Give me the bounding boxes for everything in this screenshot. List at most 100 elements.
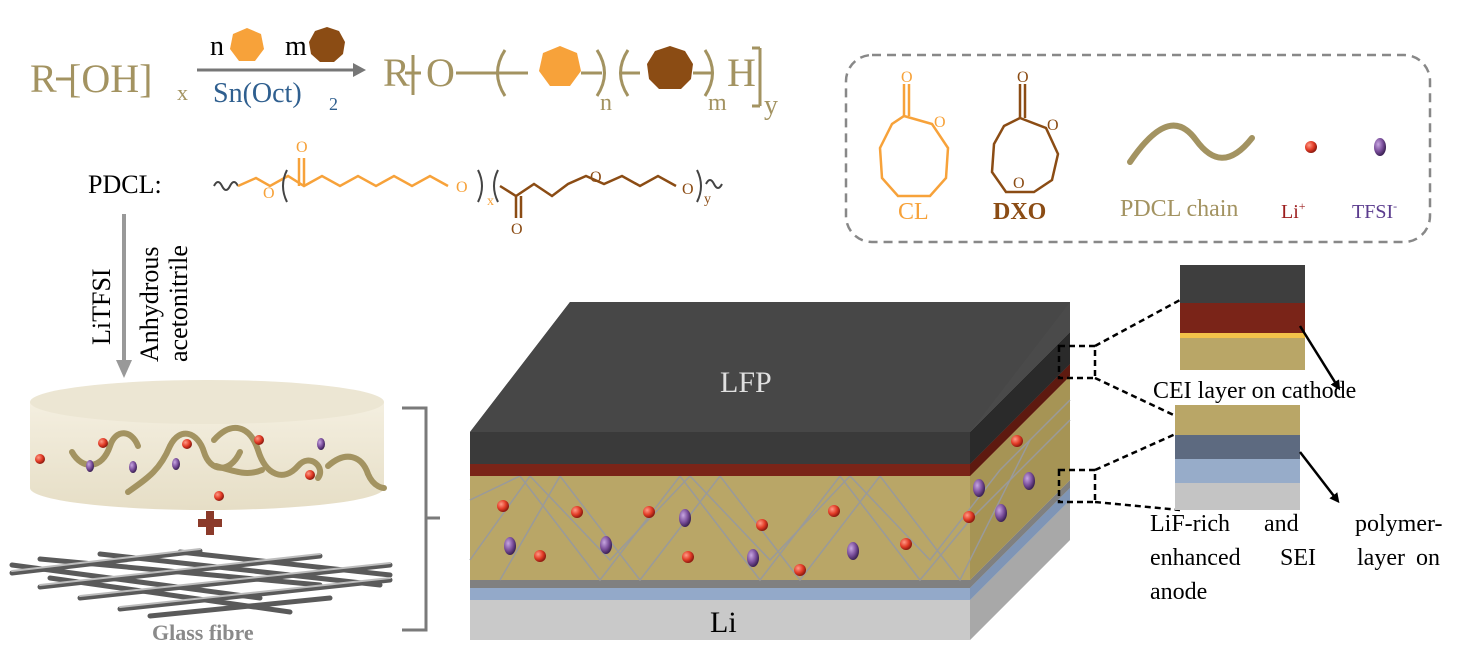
tfsi-ion-icon xyxy=(1374,138,1386,156)
process-arrow-head xyxy=(116,360,132,378)
lfp-label: LFP xyxy=(720,366,772,399)
pdcl-dxo-segment xyxy=(499,174,677,198)
cl-ring-o: O xyxy=(934,114,946,131)
reaction-scheme: R [OH] x n m Sn(Oct) 2 R O n m H xyxy=(30,27,778,121)
cei-layer-side xyxy=(970,364,1070,476)
pdcl-wavy-end xyxy=(213,181,239,191)
pdcl-dxo-ether-o: O xyxy=(590,169,602,186)
lfp-cathode-front xyxy=(470,332,1070,464)
product-sub-n: n xyxy=(600,90,612,116)
pdcl-dxo-o: O xyxy=(511,221,523,238)
pdcl-bracket-x-close xyxy=(477,169,483,203)
solvent-line1: Anhydrous xyxy=(135,246,164,362)
pdcl-bracket-y-open xyxy=(493,169,499,203)
sei-word-5: SEI xyxy=(1280,545,1316,571)
legend-box: O O CL O O O DXO PDCL chain Li+ TFSI- xyxy=(844,53,1432,244)
disk-tfsi-ions xyxy=(86,438,325,473)
dxo-ring-o1: O xyxy=(1047,117,1059,134)
sei-word-4: enhanced xyxy=(1150,545,1241,571)
product-o: O xyxy=(426,50,455,95)
legend-dxo-label: DXO xyxy=(993,199,1046,225)
pdcl-sub-y: y xyxy=(704,192,711,207)
reactant-group: [OH] xyxy=(68,56,152,101)
battery-cell: LFP Li xyxy=(469,302,1071,640)
electrolyte-disk xyxy=(30,380,387,510)
product-h: H xyxy=(727,50,756,95)
sei-word-1: LiF-rich xyxy=(1150,511,1230,537)
pdcl-dxo-end-o: O xyxy=(682,181,694,198)
li-anode-layer xyxy=(470,500,1070,640)
pdcl-bracket-y-close xyxy=(696,169,702,203)
process-step: LiTFSI Anhydrous acetonitrile xyxy=(87,214,193,378)
li-label: Li xyxy=(710,606,737,639)
catalyst-label: Sn(Oct) xyxy=(213,78,302,109)
assembly-bracket xyxy=(402,406,440,632)
cei-layer xyxy=(470,364,1070,476)
pdcl-ester-o: O xyxy=(263,185,275,202)
legend-tfsi-label: TFSI- xyxy=(1352,199,1397,223)
cei-arrow xyxy=(1298,325,1341,391)
plus-icon xyxy=(198,511,222,535)
pdcl-wavy-end-right xyxy=(705,179,723,189)
cei-zoom xyxy=(1180,265,1305,370)
monomer-n-label: n xyxy=(210,31,224,62)
legend-border xyxy=(844,53,1432,244)
solvent-line2: acetonitrile xyxy=(164,245,193,362)
dxo-structure-icon xyxy=(990,84,1060,194)
li-ion-icon xyxy=(1305,141,1317,153)
dxo-ring-o2: O xyxy=(1013,175,1025,192)
pdcl-chain-icon xyxy=(1127,122,1255,165)
product-sub-m: m xyxy=(708,90,727,116)
lfp-cathode-top-face xyxy=(470,302,1070,432)
legend-li-label: Li+ xyxy=(1281,199,1306,223)
sei-word-8: anode xyxy=(1150,579,1207,605)
bracket-n-close xyxy=(595,49,606,97)
legend-chain-label: PDCL chain xyxy=(1120,196,1238,222)
pdcl-ether-o: O xyxy=(456,179,468,196)
sei-word-2: and xyxy=(1264,511,1299,537)
sei-word-7: on xyxy=(1416,545,1440,571)
sei-zoom xyxy=(1175,405,1300,510)
electrolyte-side xyxy=(970,376,1070,580)
li-anode-side xyxy=(970,500,1070,640)
glass-fibre-label: Glass fibre xyxy=(152,620,254,645)
sei-layer-side xyxy=(970,488,1070,600)
dxo-monomer-icon xyxy=(309,27,345,62)
cl-monomer-icon xyxy=(230,28,264,61)
pdcl-bracket-x-open xyxy=(282,169,288,203)
reactant-sub-x: x xyxy=(177,80,188,105)
dxo-carbonyl-o: O xyxy=(1017,69,1029,86)
disk-chains xyxy=(69,425,387,495)
sei-label: LiF-rich and polymer- enhanced SEI layer… xyxy=(1150,511,1443,605)
sei-word-3: polymer- xyxy=(1355,511,1443,537)
reactant-r: R xyxy=(30,56,57,101)
pdcl-carbonyl-o: O xyxy=(296,139,308,156)
cl-structure-icon xyxy=(878,84,950,198)
pdcl-sub-x: x xyxy=(487,194,494,209)
disk-top xyxy=(30,380,384,424)
cell-tfsi-ions xyxy=(504,472,1035,567)
sei-layer xyxy=(470,488,1070,600)
legend-cl-label: CL xyxy=(898,199,929,225)
catalyst-sub: 2 xyxy=(329,94,338,114)
cl-unit-icon xyxy=(539,46,581,86)
sei-word-6: layer xyxy=(1357,545,1405,571)
glass-fibre-mesh xyxy=(9,548,393,619)
monomer-m-label: m xyxy=(285,31,307,62)
pdcl-cl-segment xyxy=(237,174,449,188)
pdcl-structure: PDCL: O O O x O O O y xyxy=(88,139,723,238)
reaction-arrow-head xyxy=(353,63,366,77)
product-sub-y: y xyxy=(764,90,778,121)
sei-arrow xyxy=(1299,451,1340,504)
pdcl-label: PDCL: xyxy=(88,170,162,199)
dxo-unit-icon xyxy=(647,46,693,89)
reagent-label: LiTFSI xyxy=(87,268,116,345)
cl-carbonyl-o: O xyxy=(901,69,913,86)
bracket-m-close xyxy=(703,49,714,97)
lfp-cathode-side xyxy=(970,332,1070,464)
glass-fibre-mesh-highlight xyxy=(11,548,391,608)
cei-label: CEI layer on cathode xyxy=(1153,378,1356,404)
callout-frames xyxy=(1057,298,1181,512)
